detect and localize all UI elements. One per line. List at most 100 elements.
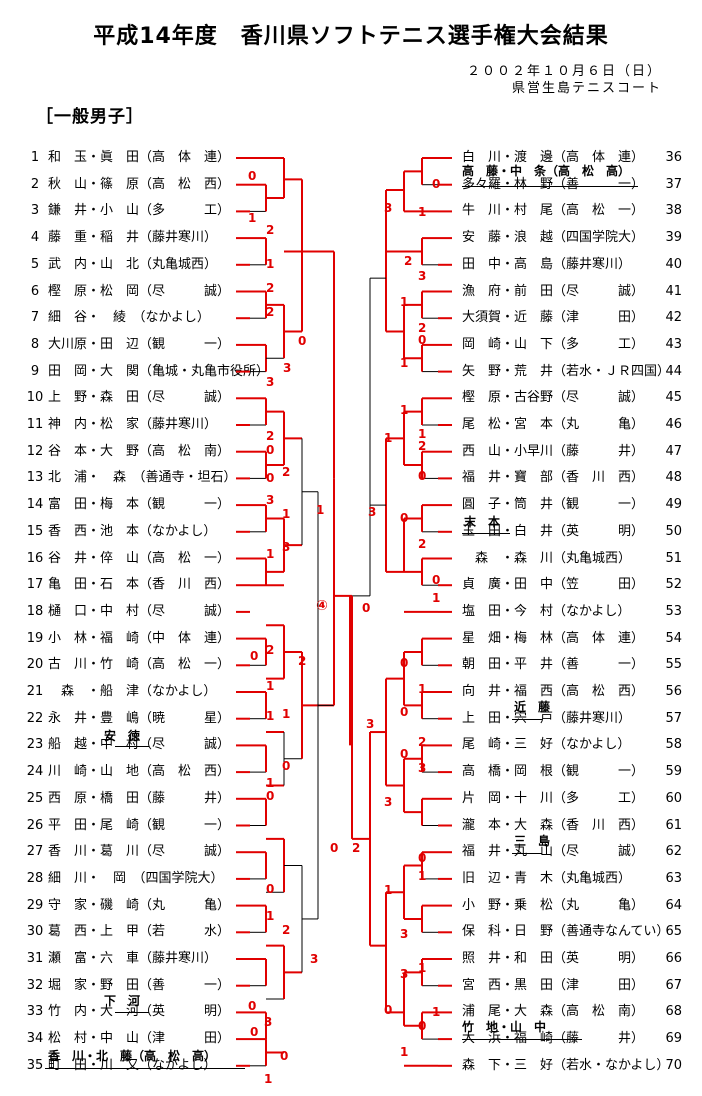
match-score: 2 bbox=[298, 654, 307, 668]
entry-number: 20 bbox=[26, 657, 44, 673]
entry-pair: 旧 辺・青 木（丸亀城西） bbox=[462, 870, 632, 886]
entry-number: 47 bbox=[665, 443, 682, 459]
match-score: 1 bbox=[418, 427, 427, 441]
match-score: 1 bbox=[400, 1045, 409, 1059]
entry-number: 19 bbox=[26, 630, 44, 646]
entry-pair: 森 ・森 川（丸亀城西） bbox=[462, 550, 632, 566]
entry-number: 31 bbox=[26, 951, 44, 966]
entry-pair: 北 浦・ 森 （善通寺・坦石） bbox=[48, 470, 237, 486]
match-score: 3 bbox=[310, 952, 319, 966]
entry-pair: 細 谷・ 綾 （なかよし） bbox=[48, 310, 210, 326]
entry-row: 樫 原・古谷野（尽 誠）45 bbox=[462, 390, 690, 406]
match-score: 2 bbox=[266, 305, 275, 319]
match-score: 3 bbox=[264, 1015, 273, 1029]
match-score: 0 bbox=[280, 1049, 289, 1063]
entry-number: 53 bbox=[665, 603, 682, 619]
entry-number: 41 bbox=[665, 283, 682, 299]
match-score: 0 bbox=[250, 649, 259, 663]
entry-pair: 富 田・梅 本（観 一） bbox=[48, 497, 231, 513]
match-score: 3 bbox=[384, 795, 393, 809]
match-score: 3 bbox=[282, 540, 291, 554]
entry-pair: 保 科・日 野（善通寺なんてい） bbox=[462, 924, 670, 940]
entry-number: 52 bbox=[665, 577, 682, 593]
entry-number: 17 bbox=[26, 577, 44, 593]
entry-number: 42 bbox=[665, 310, 682, 326]
entry-number: 68 bbox=[665, 1004, 682, 1020]
entry-pair: 神 内・松 家（藤井寒川） bbox=[48, 417, 218, 432]
match-score: 1 bbox=[266, 776, 275, 790]
match-score: 0 bbox=[400, 747, 409, 761]
match-score: 1 bbox=[266, 679, 275, 693]
entry-number: 63 bbox=[665, 870, 682, 886]
match-score: 1 bbox=[384, 883, 393, 897]
match-score: 2 bbox=[266, 643, 275, 657]
entry-pair: 牛 川・村 尾（高 松 一） bbox=[462, 203, 645, 219]
entry-pair: 西 原・橋 田（藤 井） bbox=[48, 790, 231, 806]
entry-pair: 星 畑・梅 林（高 体 連） bbox=[462, 630, 645, 646]
entry-number: 65 bbox=[665, 924, 682, 940]
entry-number: 50 bbox=[665, 523, 682, 539]
match-score: 1 bbox=[418, 869, 427, 883]
match-score: 0 bbox=[266, 882, 275, 896]
entry-pair: 多々羅・林 野（善 一） bbox=[462, 176, 645, 192]
entry-pair: 香 西・池 本（なかよし） bbox=[48, 523, 217, 539]
match-score: 2 bbox=[418, 439, 427, 453]
entry-pair: 田 中・高 島（藤井寒川） bbox=[462, 256, 632, 272]
entry-pair: 竹 内・大 河（英 明） bbox=[48, 1004, 231, 1020]
entry-number: 44 bbox=[665, 363, 682, 379]
match-score: 1 bbox=[432, 1005, 441, 1019]
entry-pair: 古 川・竹 崎（高 松 一） bbox=[48, 657, 231, 673]
entry-pair: 玉 田・白 井（英 明） bbox=[462, 523, 645, 539]
correction-note: 安 徳 bbox=[104, 729, 141, 743]
match-score: 3 bbox=[366, 717, 375, 731]
entry-pair: 高 橋・岡 根（観 一） bbox=[462, 764, 645, 780]
match-score: 1 bbox=[432, 591, 441, 605]
entry-number: 6 bbox=[30, 283, 40, 299]
entry-row: 田 中・高 島（藤井寒川）40 bbox=[462, 257, 690, 273]
entry-number: 26 bbox=[26, 817, 44, 833]
entry-number: 24 bbox=[26, 764, 44, 780]
match-score: 0 bbox=[400, 705, 409, 719]
entry-row: 保 科・日 野（善通寺なんてい）65 bbox=[462, 924, 690, 940]
match-score: 1 bbox=[266, 709, 275, 723]
entry-row: 森 下・三 好（若水・なかよし）70 bbox=[462, 1058, 690, 1074]
entry-row: 大須賀・近 藤（津 田）42 bbox=[462, 310, 690, 326]
entry-pair: 谷 本・大 野（高 松 南） bbox=[48, 443, 231, 459]
entry-pair: 秋 山・篠 原（高 松 西） bbox=[48, 176, 231, 192]
entry-number: 51 bbox=[665, 550, 682, 566]
entry-pair: 細 川・ 岡 （四国学院大） bbox=[48, 870, 224, 886]
match-score: 1 bbox=[266, 547, 275, 561]
entry-number: 69 bbox=[665, 1031, 682, 1047]
match-score: 0 bbox=[266, 789, 275, 803]
match-score: 0 bbox=[362, 601, 371, 615]
entry-pair: 浦 尾・大 森（高 松 南） bbox=[462, 1004, 645, 1020]
match-score: 3 bbox=[418, 269, 427, 283]
section-heading: ［一般男子］ bbox=[36, 107, 144, 127]
match-score: 1 bbox=[248, 211, 257, 225]
strike-line bbox=[462, 186, 638, 187]
match-score: 2 bbox=[418, 735, 427, 749]
correction-note: 下 河 bbox=[104, 994, 141, 1008]
entry-number: 28 bbox=[26, 870, 44, 886]
entry-row: 小 野・乗 松（丸 亀）64 bbox=[462, 898, 690, 914]
entry-number: 10 bbox=[26, 390, 44, 406]
entry-row: 牛 川・村 尾（高 松 一）38 bbox=[462, 203, 690, 219]
